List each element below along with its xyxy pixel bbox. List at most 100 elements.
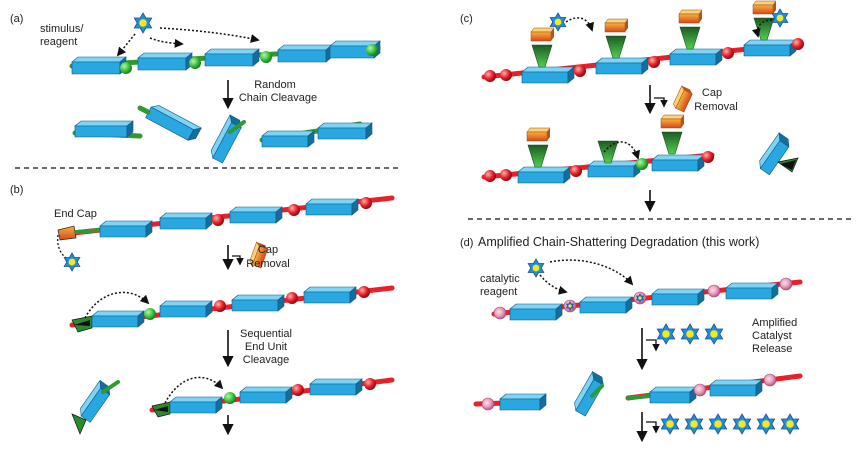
red-bead: [484, 70, 496, 82]
green-bead: [189, 57, 201, 69]
end-cap-icon: [673, 85, 693, 113]
star-reagent-icon: [133, 12, 153, 34]
red-bead: [500, 69, 512, 81]
chain-block-icon: [74, 120, 134, 138]
cone-pendant-icon: [597, 140, 619, 164]
reagent-label-d: reagent: [480, 286, 517, 298]
panel-label-d: (d): [460, 237, 473, 249]
cone-pendant-icon: [679, 26, 701, 50]
catalytic-label: catalytic: [480, 273, 520, 285]
star-reagent-icon: [771, 8, 789, 28]
end-cap-icon: [526, 127, 551, 142]
star-reagent-icon: [756, 413, 776, 435]
star-reagent-icon: [680, 323, 700, 345]
chain-block-icon: [517, 166, 571, 184]
released-catalyst-stars: [656, 323, 724, 345]
chain-block-icon: [231, 294, 285, 312]
chain-block-icon: [651, 288, 705, 306]
end-cap-icon: [249, 241, 269, 269]
chain-block-icon: [649, 386, 697, 404]
red-bead: [648, 56, 660, 68]
fragment-c: [759, 131, 799, 176]
wedge-end: [71, 413, 87, 435]
chain-block-icon: [169, 396, 223, 414]
chain-block-icon: [725, 282, 779, 300]
chain-block-icon: [91, 310, 145, 328]
red-bead: [286, 292, 298, 304]
polymer-chain-c1: [481, 0, 804, 84]
red-bead: [364, 378, 376, 390]
star-reagent-icon: [771, 8, 789, 28]
end-cap-icon: [752, 0, 777, 15]
end-cap-label: End Cap: [54, 208, 97, 220]
chain-block-icon: [709, 379, 763, 397]
chain-block-icon: [145, 105, 203, 141]
chain-block-icon: [71, 56, 127, 75]
chain-block-icon: [329, 40, 381, 59]
star-reagent-icon: [684, 413, 704, 435]
chain-link: [590, 384, 604, 398]
panel-c: Cap Removal: [481, 0, 804, 213]
end-cap-icon: [604, 18, 629, 33]
chain-block-icon: [80, 379, 111, 423]
random-label: Random: [254, 79, 296, 91]
chain-link: [137, 105, 151, 115]
red-bead: [574, 65, 586, 77]
chain-cleavage-label: Chain Cleavage: [239, 92, 317, 104]
end-cap-icon: [660, 114, 685, 129]
panel-label-b: (b): [10, 184, 23, 196]
fragment-b: [71, 379, 120, 435]
end-unit-label: End Unit: [245, 341, 287, 353]
pink-bead: [693, 383, 707, 397]
pink-bead: [493, 306, 507, 320]
removal-label-b: Removal: [246, 258, 289, 270]
green-bead: [636, 158, 648, 170]
fragments-a: [72, 105, 373, 164]
red-bead: [792, 38, 804, 50]
chain-block-icon: [309, 378, 363, 396]
chain-link: [228, 120, 246, 134]
chain-block-icon: [579, 296, 633, 314]
panel-d: Amplified Chain-Shattering Degradation (…: [473, 235, 803, 443]
chain-block-icon: [239, 386, 293, 404]
green-bead: [366, 44, 378, 56]
chain-block-icon: [305, 198, 359, 216]
polymer-chain-c2: [481, 114, 715, 184]
red-bead: [360, 197, 372, 209]
chain-block-icon: [137, 52, 193, 71]
cone-pendant-icon: [527, 144, 549, 168]
star-reagent-icon: [63, 252, 81, 272]
polymer-chain-a: [69, 40, 381, 75]
star-reagent-icon: [635, 293, 645, 303]
cleavage-label: Cleavage: [243, 354, 289, 366]
chain-block-icon: [210, 114, 242, 164]
red-bead: [214, 300, 226, 312]
panel-b: End Cap Cap Removal Sequential End Unit …: [54, 195, 395, 436]
end-cap-icon: [249, 241, 269, 269]
star-reagent-icon: [133, 12, 153, 34]
chain-block-icon: [317, 122, 373, 140]
panel-a: stimulus/ reagent Random Chain Cleavage: [40, 12, 381, 164]
chain-block-icon: [159, 212, 213, 230]
star-reagent-icon: [527, 258, 545, 278]
chain-block-icon: [229, 206, 283, 224]
pink-bead: [707, 284, 721, 298]
red-bead: [484, 170, 496, 182]
end-cap-icon: [530, 27, 555, 42]
green-bead: [144, 308, 156, 320]
chain-block-icon: [587, 160, 641, 178]
reagent-label: reagent: [40, 36, 77, 48]
release-label: Release: [752, 343, 792, 355]
stimulus-label: stimulus/: [40, 23, 84, 35]
star-reagent-icon: [780, 413, 800, 435]
polymer-chain-b3: [149, 377, 395, 418]
cone-pendant-icon: [531, 44, 553, 68]
chain-block-icon: [204, 48, 260, 67]
chain-link: [626, 394, 652, 400]
chain-block-icon: [499, 393, 547, 411]
chain-block-icon: [303, 286, 357, 304]
star-reagent-icon: [732, 413, 752, 435]
end-cap-icon: [678, 9, 703, 24]
tilted-block: [80, 379, 111, 423]
star-reagent-icon: [660, 413, 680, 435]
